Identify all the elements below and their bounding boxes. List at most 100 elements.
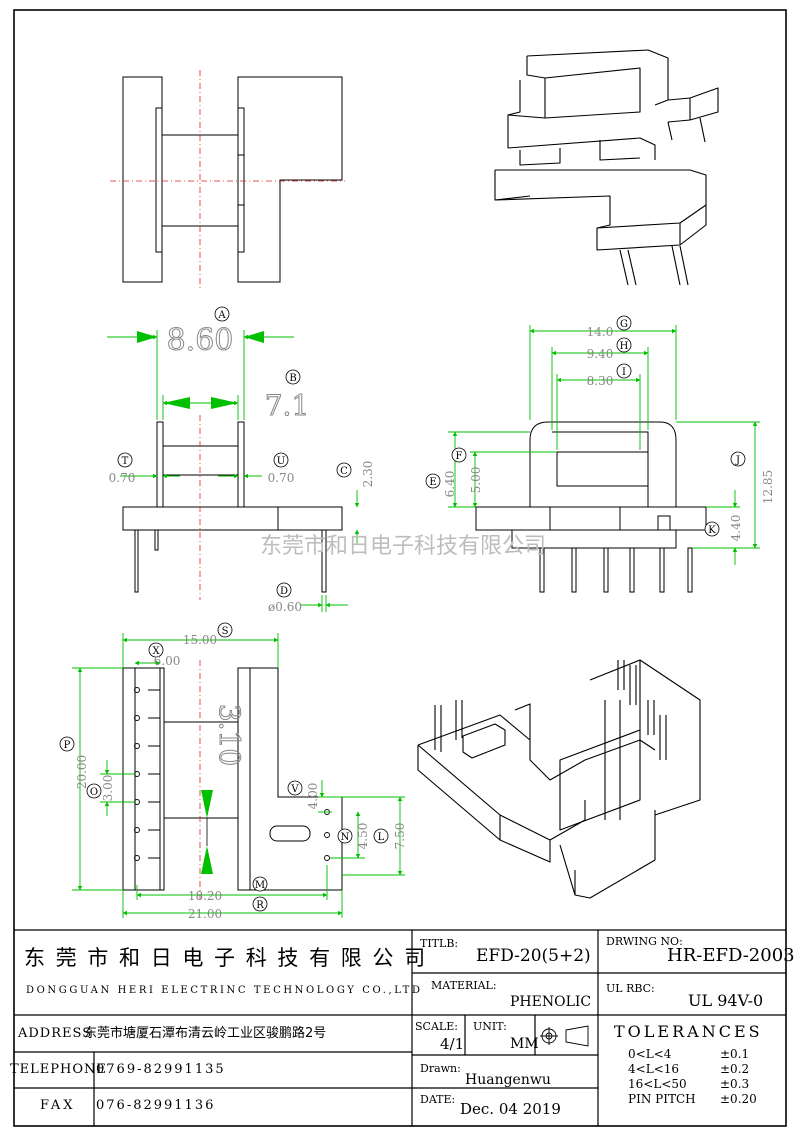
balloon-O: O (86, 783, 102, 799)
drawing-no-label: DRWING NO: (606, 935, 683, 948)
balloon-I: I (616, 363, 632, 379)
bottom-view-drawing (122, 667, 343, 891)
top-view-centerlines (110, 70, 345, 290)
svg-text:P: P (64, 740, 71, 751)
tolerance-value: ±0.3 (720, 1077, 750, 1091)
dim-X-value: 6.00 (154, 654, 181, 668)
svg-text:G: G (620, 319, 628, 330)
svg-text:K: K (708, 525, 716, 536)
fax-value: 076-82991136 (96, 1098, 216, 1113)
tolerance-range: PIN PITCH (628, 1092, 696, 1106)
balloon-J: J (730, 451, 746, 467)
balloon-K: K (704, 521, 720, 537)
balloon-T: T (117, 452, 133, 468)
company-name-en: DONGGUAN HERI ELECTRINC TECHNOLOGY CO.,L… (26, 985, 423, 996)
dim-O-value: 3.00 (101, 775, 115, 802)
svg-text:O: O (90, 787, 98, 798)
unit-value: MM (510, 1036, 539, 1052)
svg-text:D: D (280, 586, 288, 597)
watermark-text: 东莞市和日电子科技有限公司 (260, 534, 546, 559)
date-label: DATE: (420, 1093, 456, 1106)
balloon-D: D (276, 582, 292, 598)
tolerance-range: 4<L<16 (628, 1062, 679, 1076)
tolerance-value: ±0.2 (720, 1062, 750, 1076)
dim-V-value: 4.00 (306, 783, 320, 810)
scale-label: SCALE: (415, 1020, 458, 1033)
balloon-S: S (217, 622, 233, 638)
svg-text:S: S (222, 626, 229, 637)
balloon-L: L (373, 828, 389, 844)
address-label: ADDRESS (18, 1026, 93, 1041)
dim-I-value: 8.30 (587, 374, 614, 388)
dim-L-value: 7.50 (393, 823, 407, 850)
svg-text:R: R (256, 900, 264, 911)
balloon-R: R (252, 896, 268, 912)
svg-text:M: M (255, 880, 265, 891)
svg-text:H: H (620, 341, 629, 352)
balloon-B: B (285, 369, 301, 385)
telephone-value: 0769-82991135 (96, 1062, 226, 1077)
material-label: MATERIAL: (431, 979, 497, 992)
svg-text:L: L (378, 832, 385, 843)
title-value: EFD-20(5+2) (476, 946, 591, 966)
dimension-arrowheads (137, 331, 264, 874)
drawn-label: Drawn: (420, 1062, 461, 1075)
balloon-X: X (148, 642, 164, 658)
svg-text:A: A (217, 310, 226, 321)
balloon-G: G (616, 315, 632, 331)
balloon-P: P (59, 736, 75, 752)
svg-text:V: V (290, 784, 299, 795)
address-value: 东莞市塘厦石潭布清云岭工业区骏鹏路2号 (84, 1026, 327, 1041)
balloon-N: N (337, 828, 353, 844)
dim-D-value: ø0.60 (268, 600, 302, 614)
dim-E-value: 6.40 (443, 471, 457, 498)
svg-text:F: F (456, 451, 463, 462)
balloon-E: E (425, 473, 441, 489)
dim-S-value: 15.00 (183, 633, 217, 647)
balloon-M: M (252, 876, 268, 892)
front-view-left (122, 421, 343, 593)
tolerance-range: 16<L<50 (628, 1077, 687, 1091)
balloon-F: F (451, 447, 467, 463)
svg-text:E: E (429, 477, 436, 488)
balloon-C: C (336, 462, 352, 478)
top-view-drawing (122, 76, 343, 283)
dim-R-value: 21.00 (188, 907, 222, 921)
tolerance-value: ±0.1 (720, 1047, 750, 1061)
ul-rbc-label: UL RBC: (606, 982, 655, 995)
dimension-lines (72, 325, 760, 918)
telephone-label: TELEPHONE (10, 1062, 107, 1077)
ul-value: UL 94V-0 (688, 991, 764, 1010)
balloon-H: H (616, 337, 632, 353)
dim-A-value: 8.60 (167, 323, 234, 358)
sheet-border (13, 9, 787, 1127)
tolerances-title: TOLERANCES (614, 1022, 763, 1041)
dim-slot-value: 3.10 (213, 704, 246, 766)
dim-M-value: 18.20 (188, 889, 222, 903)
svg-text:X: X (152, 646, 160, 657)
dim-F-value: 5.00 (469, 467, 483, 494)
dim-U-value: 0.70 (268, 471, 295, 485)
drawn-value: Huangenwu (465, 1072, 551, 1088)
dim-C-value: 2.30 (361, 461, 375, 488)
drawing-no-value: HR-EFD-2003 (667, 945, 795, 966)
company-name-cn: 东 莞 市 和 日 电 子 科 技 有 限 公 司 (24, 946, 428, 970)
dim-T-value: 0.70 (109, 471, 136, 485)
dim-G-value: 14.0 (587, 325, 614, 339)
unit-label: UNIT: (473, 1020, 507, 1033)
title-label: TITLB: (420, 937, 459, 950)
projection-symbol-icon (540, 1025, 589, 1047)
svg-text:T: T (122, 456, 129, 467)
material-value: PHENOLIC (510, 994, 592, 1010)
date-value: Dec. 04 2019 (460, 1100, 561, 1118)
titleblock-grid (14, 929, 786, 1126)
svg-text:I: I (622, 367, 626, 378)
svg-text:U: U (277, 456, 285, 467)
dim-N-value: 4.50 (356, 823, 370, 850)
scale-value: 4/1 (440, 1035, 465, 1053)
front-view-right (475, 421, 707, 593)
balloon-U: U (273, 452, 289, 468)
tolerance-value: ±0.20 (720, 1092, 757, 1106)
svg-text:B: B (289, 373, 296, 384)
